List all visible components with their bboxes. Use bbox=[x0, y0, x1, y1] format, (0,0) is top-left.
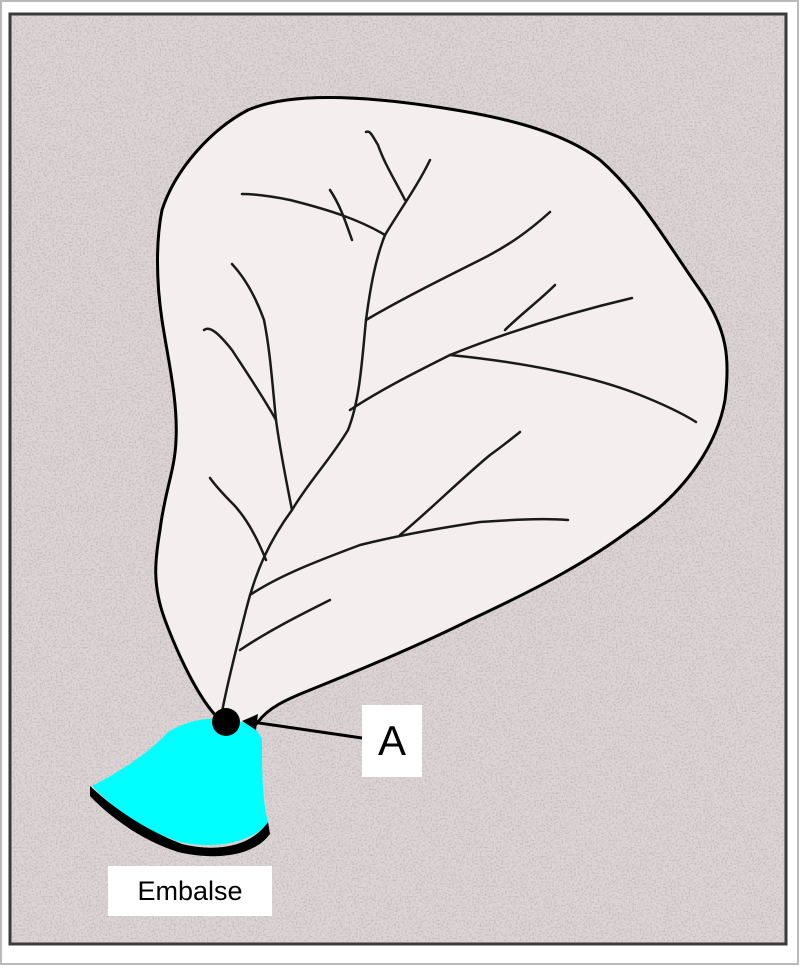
drainage-basin bbox=[154, 96, 729, 732]
outlet-point-icon bbox=[212, 708, 240, 736]
pointer-arrow-icon bbox=[251, 720, 363, 740]
reservoir-label: Embalse bbox=[108, 866, 272, 916]
point-a-label: A bbox=[362, 705, 422, 777]
reservoir bbox=[92, 718, 268, 846]
arrowhead-icon bbox=[242, 714, 258, 730]
stream-network bbox=[202, 130, 698, 714]
dam-shadow bbox=[90, 786, 270, 857]
